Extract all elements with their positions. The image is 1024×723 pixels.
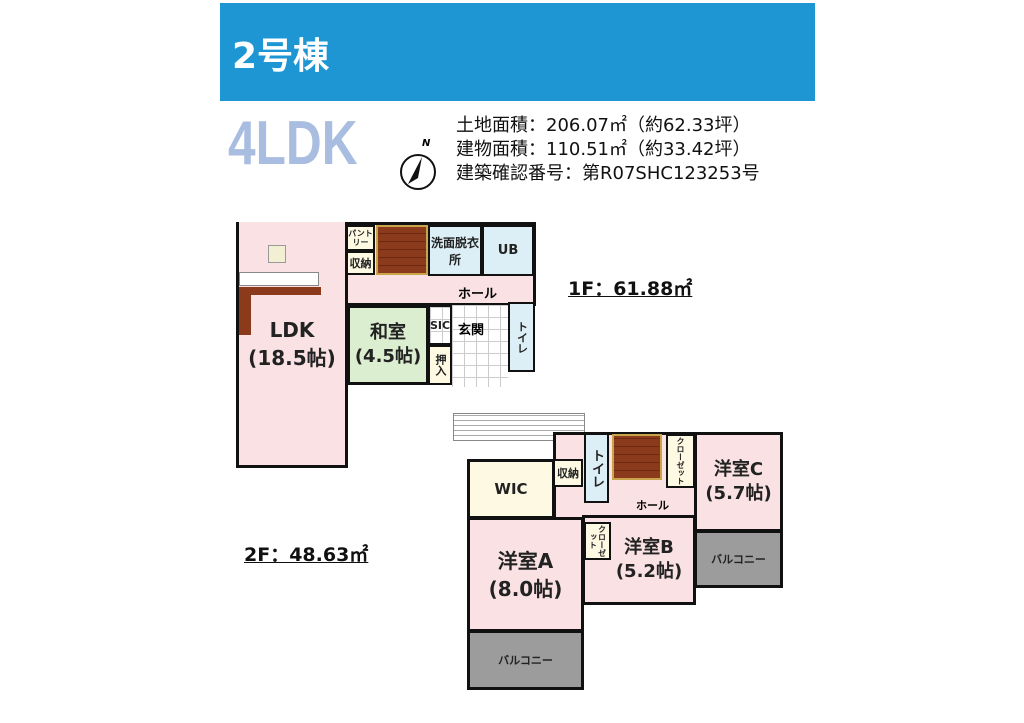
room-ldk: LDK (18.5帖) bbox=[236, 222, 348, 468]
building-area: 建物面積：110.51㎡（約33.42坪） bbox=[456, 139, 751, 160]
confirmation-number: 建築確認番号：第R07SHC123253号 bbox=[456, 163, 760, 184]
room-b-size: (5.2帖) bbox=[615, 561, 683, 582]
room-storage-2f: 収納 bbox=[553, 459, 583, 487]
washitsu-label: 和室 bbox=[370, 322, 406, 343]
room-entrance: 玄関 bbox=[452, 305, 508, 387]
property-info: 土地面積：206.07㎡（約62.33坪） 建物面積：110.51㎡（約33.4… bbox=[456, 114, 760, 186]
room-sic: SIC bbox=[428, 305, 452, 345]
header-banner: 2号棟 bbox=[220, 3, 815, 101]
washitsu-size: (4.5帖) bbox=[354, 346, 422, 367]
stairs-2f bbox=[612, 434, 662, 480]
room-a-size: (8.0帖) bbox=[488, 576, 563, 601]
room-a-label: 洋室A bbox=[497, 548, 554, 573]
land-area: 土地面積：206.07㎡（約62.33坪） bbox=[456, 115, 751, 136]
room-c-label: 洋室C bbox=[713, 459, 764, 480]
kitchen-cabinet-side bbox=[239, 295, 251, 335]
balcony-c: バルコニー bbox=[694, 530, 783, 588]
balcony-a: バルコニー bbox=[467, 630, 584, 690]
room-wic: WIC bbox=[467, 459, 555, 519]
hall-2f-label: ホール bbox=[636, 499, 669, 512]
room-a: 洋室A (8.0帖) bbox=[467, 517, 584, 632]
room-ub: UB bbox=[482, 225, 534, 276]
floor1-area-label: 1F：61.88㎡ bbox=[568, 278, 693, 300]
building-title: 2号棟 bbox=[232, 36, 330, 77]
room-washitsu: 和室 (4.5帖) bbox=[347, 305, 429, 385]
stairs-1f bbox=[376, 225, 428, 275]
room-washroom: 洗面脱衣所 bbox=[428, 225, 482, 276]
compass-north-label: N bbox=[422, 138, 431, 149]
room-pantry: パントリー bbox=[346, 225, 375, 251]
room-c-size: (5.7帖) bbox=[705, 483, 772, 504]
room-oshiire: 押入 bbox=[428, 345, 452, 385]
layout-type: 4LDK bbox=[228, 109, 358, 178]
room-storage-1f: 収納 bbox=[346, 251, 375, 275]
ldk-size: (18.5帖) bbox=[248, 345, 336, 370]
kitchen-cabinet bbox=[239, 287, 321, 295]
hall-1f-label: ホール bbox=[458, 287, 498, 302]
ldk-label: LDK bbox=[269, 317, 315, 342]
compass-icon: N bbox=[398, 138, 438, 198]
closet-c: クローゼット bbox=[666, 434, 695, 488]
entrance-label: 玄関 bbox=[458, 323, 485, 338]
room-b-label: 洋室B bbox=[624, 537, 674, 558]
room-c: 洋室C (5.7帖) bbox=[694, 432, 783, 532]
room-toilet-1f: トイレ bbox=[508, 302, 535, 372]
room-toilet-2f: トイレ bbox=[584, 433, 609, 503]
kitchen-counter bbox=[239, 272, 319, 286]
appliance-icon bbox=[268, 245, 286, 263]
floor2-area-label: 2F：48.63㎡ bbox=[244, 544, 369, 566]
closet-b: クローゼット bbox=[584, 522, 611, 560]
